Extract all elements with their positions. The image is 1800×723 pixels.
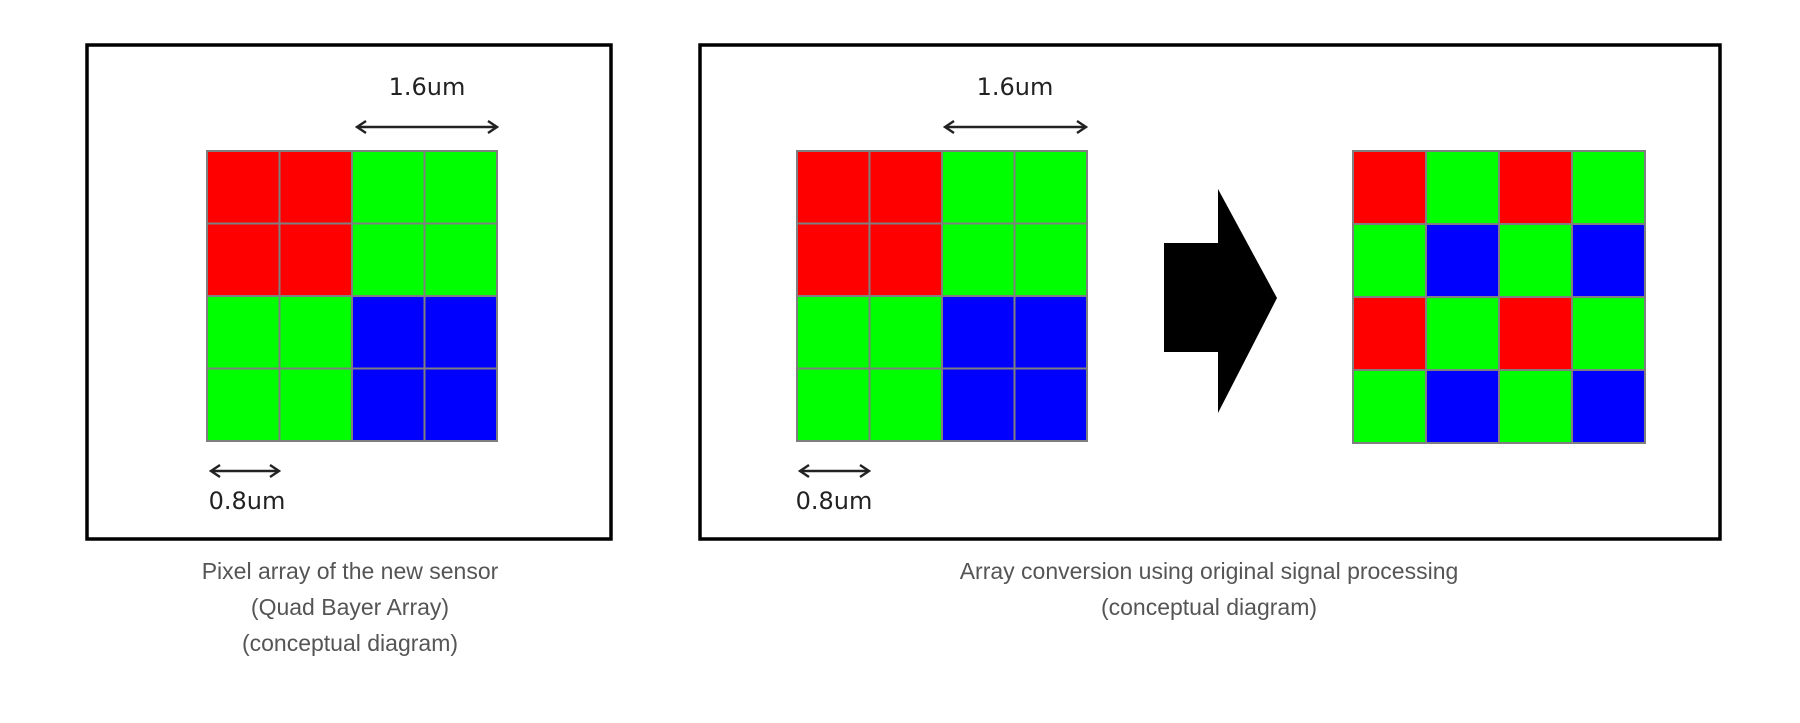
right-dim-large-label: 1.6um — [977, 73, 1054, 101]
pixel-cell-B — [941, 367, 1016, 442]
pixel-cell-B — [351, 295, 426, 370]
pixel-cell-G — [1352, 369, 1427, 444]
pixel-cell-B — [1425, 369, 1500, 444]
pixel-cell-G — [868, 367, 943, 442]
pixel-cell-B — [1571, 369, 1646, 444]
left-caption-line: (Quad Bayer Array) — [250, 594, 450, 620]
pixel-cell-G — [1498, 223, 1573, 298]
pixel-cell-G — [796, 295, 871, 370]
pixel-cell-B — [1425, 223, 1500, 298]
right-dim-small-label: 0.8um — [796, 487, 873, 515]
pixel-cell-G — [1571, 296, 1646, 371]
pixel-cell-G — [1571, 150, 1646, 225]
pixel-cell-G — [206, 367, 281, 442]
pixel-cell-B — [423, 295, 498, 370]
pixel-cell-R — [1498, 150, 1573, 225]
pixel-cell-G — [351, 150, 426, 225]
pixel-cell-G — [423, 222, 498, 297]
right-caption: Array conversion using original signal p… — [859, 553, 1559, 625]
pixel-cell-G — [941, 150, 1016, 225]
left-dim-small-label: 0.8um — [209, 487, 286, 515]
pixel-cell-R — [278, 222, 353, 297]
pixel-cell-G — [1498, 369, 1573, 444]
pixel-cell-G — [1425, 150, 1500, 225]
pixel-cell-G — [351, 222, 426, 297]
conversion-arrow-icon — [1164, 189, 1277, 413]
pixel-cell-G — [278, 295, 353, 370]
left-caption-line: (conceptual diagram) — [241, 630, 459, 656]
pixel-cell-R — [796, 150, 871, 225]
pixel-cell-R — [868, 150, 943, 225]
pixel-cell-B — [1013, 367, 1088, 442]
pixel-cell-R — [1498, 296, 1573, 371]
left-quad-bayer-grid — [206, 150, 498, 442]
pixel-cell-R — [278, 150, 353, 225]
pixel-cell-G — [796, 367, 871, 442]
pixel-cell-R — [206, 150, 281, 225]
pixel-cell-G — [868, 295, 943, 370]
pixel-cell-G — [1352, 223, 1427, 298]
right-caption-line: Array conversion using original signal p… — [959, 558, 1459, 584]
pixel-cell-B — [423, 367, 498, 442]
pixel-cell-B — [1013, 295, 1088, 370]
left-caption-line: Pixel array of the new sensor — [201, 558, 499, 584]
pixel-cell-G — [206, 295, 281, 370]
pixel-cell-B — [1571, 223, 1646, 298]
pixel-cell-R — [1352, 150, 1427, 225]
pixel-cell-G — [423, 150, 498, 225]
pixel-cell-R — [1352, 296, 1427, 371]
pixel-cell-R — [206, 222, 281, 297]
left-caption: Pixel array of the new sensor (Quad Baye… — [150, 553, 550, 661]
pixel-cell-G — [278, 367, 353, 442]
pixel-cell-B — [941, 295, 1016, 370]
pixel-cell-G — [941, 222, 1016, 297]
pixel-cell-G — [1425, 296, 1500, 371]
pixel-cell-G — [1013, 150, 1088, 225]
left-dim-large-label: 1.6um — [389, 73, 466, 101]
bayer-grid-after — [1352, 150, 1646, 444]
pixel-cell-B — [351, 367, 426, 442]
quad-bayer-grid-before — [796, 150, 1088, 442]
right-caption-line: (conceptual diagram) — [1100, 594, 1318, 620]
pixel-cell-R — [868, 222, 943, 297]
pixel-cell-G — [1013, 222, 1088, 297]
pixel-cell-R — [796, 222, 871, 297]
